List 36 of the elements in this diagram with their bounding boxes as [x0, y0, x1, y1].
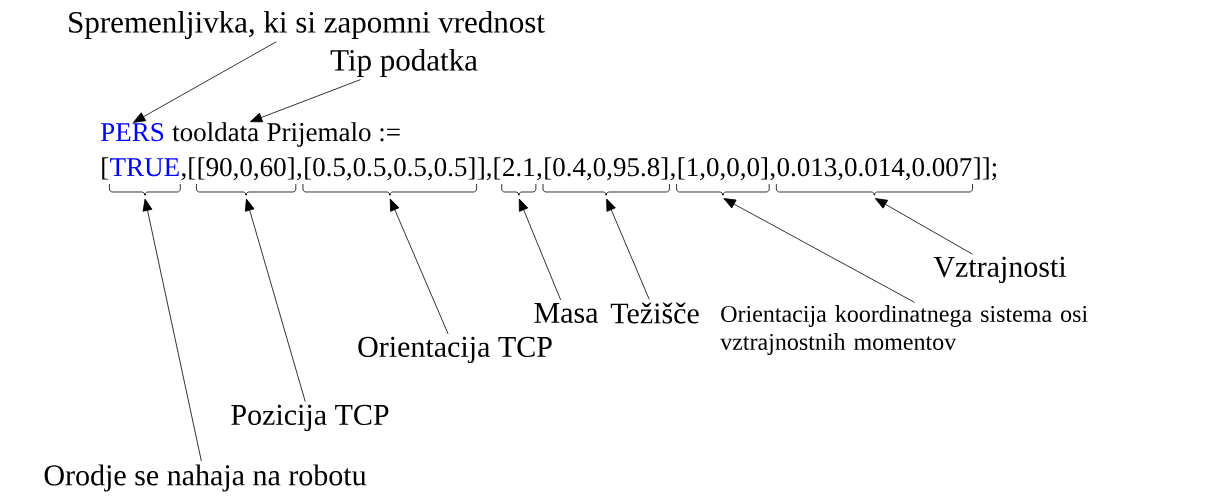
arrow [875, 198, 973, 255]
arrow [142, 198, 202, 462]
code-text: TRUE [110, 158, 179, 177]
code-text: [90,0,60] [198, 157, 294, 181]
code-text: [0.5,0.5,0.5,0.5] [305, 157, 475, 181]
annotation-text: Tip podatka [330, 48, 478, 78]
arrow [244, 198, 306, 403]
annotation-text: Masa [534, 303, 599, 323]
code-text: ]]; [973, 157, 997, 181]
code-text: Prijemalo := [267, 122, 400, 147]
arrow [389, 198, 449, 335]
code-text: tooldata [172, 122, 259, 142]
code-text: [0.4,0,95.8] [545, 157, 668, 181]
code-text: ,[ [181, 157, 196, 181]
annotation-text: Orientacija koordinatnega sistema osi vztrajnostnih momentov [720, 305, 1088, 355]
code-text: 0.013,0.014,0.007 [777, 158, 972, 181]
arrow [133, 41, 277, 123]
code-text: ],[ [477, 157, 501, 181]
annotation-text: Orientacija TCP [358, 336, 552, 364]
code-text: , [297, 173, 302, 181]
annotation-text: Pozicija TCP [231, 404, 389, 432]
arrow [249, 79, 361, 123]
code-text: PERS [101, 123, 164, 142]
arrow [518, 198, 562, 301]
code-text: , [670, 173, 675, 181]
code-text: [1,0,0,0] [678, 157, 767, 181]
annotation-text: Vztrajnosti [933, 256, 1067, 284]
arrow [606, 198, 650, 300]
code-text: , [537, 173, 542, 181]
annotation-text: Težišče [610, 302, 699, 324]
code-text: 2.1 [503, 158, 535, 177]
code-text: [ [102, 157, 109, 180]
annotation-text: Orodje se nahaja na robotu [44, 464, 367, 492]
annotation-text: Spremenljivka, ki si zapomni vrednost [69, 10, 545, 40]
code-text: , [770, 173, 775, 181]
arrow [723, 198, 916, 303]
